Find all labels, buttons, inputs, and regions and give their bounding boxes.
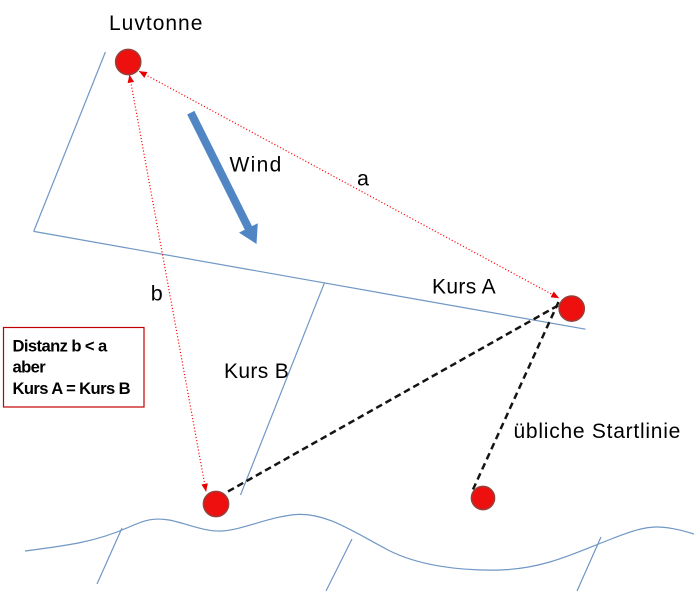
svg-text:Wind: Wind <box>230 154 283 177</box>
svg-text:aber: aber <box>13 357 47 376</box>
svg-text:a: a <box>357 166 369 190</box>
svg-text:Kurs A: Kurs A <box>432 276 496 299</box>
svg-text:b: b <box>151 281 163 305</box>
svg-text:übliche Startlinie: übliche Startlinie <box>514 420 682 443</box>
svg-text:Luvtonne: Luvtonne <box>109 12 203 35</box>
svg-text:Distanz b < a: Distanz b < a <box>13 337 108 356</box>
svg-text:Kurs B: Kurs B <box>224 360 289 383</box>
svg-text:Kurs A = Kurs B: Kurs A = Kurs B <box>13 379 131 398</box>
